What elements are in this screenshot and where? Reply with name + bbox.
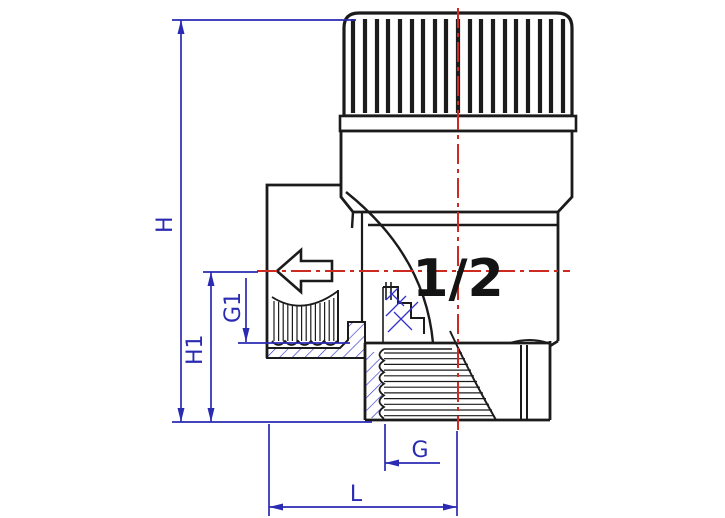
dimension-l: L bbox=[269, 482, 457, 511]
bonnet bbox=[339, 129, 574, 214]
bottom-port-threads bbox=[378, 348, 494, 420]
dimension-g1: G1 bbox=[221, 278, 250, 342]
dimension-label-g: G bbox=[411, 438, 428, 463]
dimension-g: G bbox=[385, 438, 440, 467]
dimension-h1: H1 bbox=[183, 272, 215, 422]
seat-detail bbox=[382, 282, 425, 343]
side-port-hatch bbox=[266, 321, 366, 359]
dimension-h: H bbox=[153, 20, 185, 422]
dimensions: H H1 G1 G L bbox=[153, 19, 458, 516]
section-break-curve bbox=[449, 330, 497, 421]
side-port-threads bbox=[271, 290, 339, 346]
knurled-cap bbox=[342, 11, 574, 118]
body-block bbox=[345, 191, 560, 344]
bottom-port bbox=[363, 330, 559, 422]
size-marking: 1/2 bbox=[412, 249, 503, 309]
valve-body-drawing bbox=[265, 11, 578, 422]
dimension-label-g1: G1 bbox=[221, 292, 246, 323]
bottom-port-hatch bbox=[366, 352, 382, 418]
dimension-label-l: L bbox=[350, 482, 363, 507]
dimension-label-h1: H1 bbox=[183, 334, 208, 365]
side-port bbox=[265, 131, 366, 359]
body-sphere-arc bbox=[345, 191, 435, 344]
dimension-label-h: H bbox=[153, 216, 178, 233]
